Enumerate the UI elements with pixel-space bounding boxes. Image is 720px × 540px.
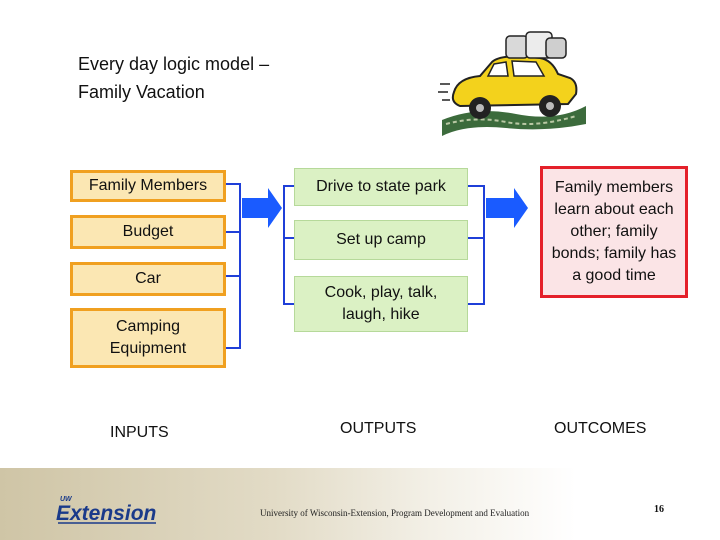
title-line-2: Family Vacation bbox=[78, 82, 205, 102]
uw-extension-logo: UW Extension bbox=[56, 496, 156, 525]
outcomes-label: OUTCOMES bbox=[554, 420, 647, 437]
svg-text:Extension: Extension bbox=[56, 502, 156, 525]
footer-credit: University of Wisconsin-Extension, Progr… bbox=[260, 508, 530, 518]
input-budget: Budget bbox=[70, 215, 226, 249]
inputs-label: INPUTS bbox=[110, 424, 169, 441]
outcome-family-bonds: Family members learn about each other; f… bbox=[540, 166, 688, 298]
page-title: Every day logic model – Family Vacation bbox=[78, 50, 269, 106]
input-camping-equipment: Camping Equipment bbox=[70, 308, 226, 368]
footer-bar: UW Extension University of Wisconsin-Ext… bbox=[0, 468, 720, 540]
page-number: 16 bbox=[654, 504, 664, 515]
car-with-luggage-icon bbox=[438, 31, 586, 136]
title-line-1: Every day logic model – bbox=[78, 54, 270, 74]
output-set-up-camp: Set up camp bbox=[294, 220, 468, 260]
outputs-label: OUTPUTS bbox=[340, 420, 417, 437]
output-drive-to-state-park: Drive to state park bbox=[294, 168, 468, 206]
input-family-members: Family Members bbox=[70, 170, 226, 202]
input-car: Car bbox=[70, 262, 226, 296]
output-cook-play-talk: Cook, play, talk, laugh, hike bbox=[294, 276, 468, 332]
svg-text:UW: UW bbox=[60, 496, 73, 503]
